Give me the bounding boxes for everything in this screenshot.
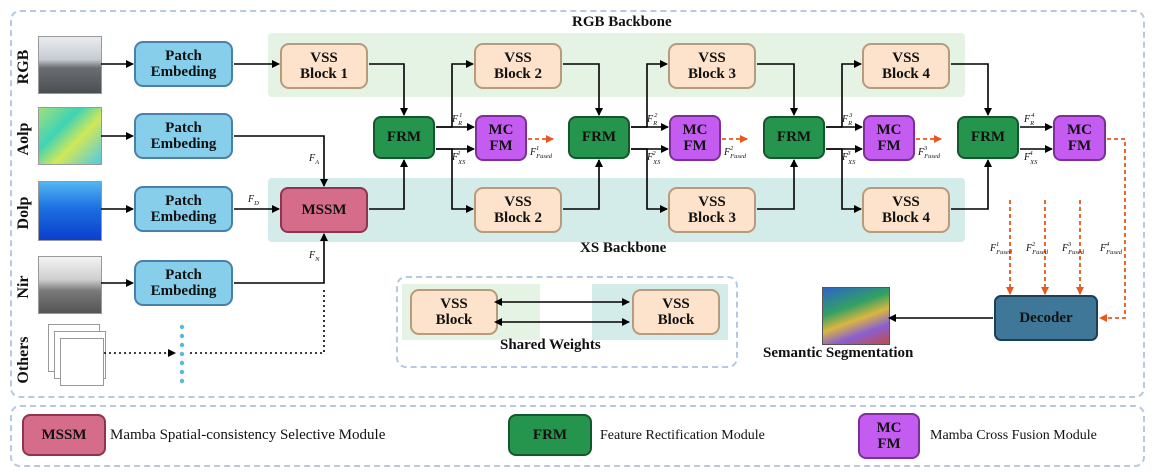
legend-mssm-text: Mamba Spatial-consistency Selective Modu… (110, 427, 386, 443)
others-image-front (60, 338, 104, 386)
dolp-image (38, 181, 102, 241)
arrow-aolp-to-mssm (234, 135, 328, 187)
svg-text:FR2: FR2 (646, 112, 658, 127)
arrow-nir-to-mssm (234, 233, 328, 284)
shared-weights-label: Shared Weights (500, 337, 601, 353)
decoder-block: Decoder (994, 295, 1098, 341)
svg-text:FFused4: FFused4 (1099, 241, 1123, 256)
legend-frm-swatch: FRM (508, 414, 592, 456)
aolp-image (38, 107, 102, 165)
svg-text:FN: FN (308, 250, 320, 263)
frm-block-4: FRM (957, 116, 1019, 159)
rgb-backbone-band (268, 33, 965, 97)
legend-frm-text: Feature Rectification Module (600, 428, 765, 443)
shared-weights-frame (396, 276, 738, 368)
arrow-vss2-to-frm2 (563, 63, 603, 116)
xs-backbone-band (268, 178, 965, 242)
frm-block-1: FRM (373, 116, 435, 159)
svg-text:FD: FD (247, 194, 259, 207)
xs-backbone-label: XS Backbone (580, 240, 667, 256)
frm-block-3: FRM (763, 116, 825, 159)
svg-text:FFused2: FFused2 (1025, 241, 1049, 256)
svg-text:FR3: FR3 (841, 112, 853, 127)
main-frame (10, 10, 1145, 398)
svg-text:FFused3: FFused3 (1061, 241, 1085, 256)
svg-text:FA: FA (308, 153, 319, 166)
svg-text:FXS3: FXS3 (841, 150, 856, 166)
svg-text:FXS1: FXS1 (451, 150, 466, 166)
nir-image (38, 256, 102, 314)
svg-text:FR1: FR1 (451, 112, 462, 127)
svg-text:FXS2: FXS2 (646, 150, 661, 166)
mssm-block: MSSM (280, 187, 368, 233)
svg-text:FR4: FR4 (1023, 112, 1035, 127)
rgb-image (38, 36, 102, 94)
legend-mcfm-text: Mamba Cross Fusion Module (930, 428, 1097, 443)
svg-text:FFused1: FFused1 (529, 145, 553, 160)
svg-text:FFused2: FFused2 (723, 145, 747, 160)
legend-mssm-swatch: MSSM (22, 414, 106, 456)
frm-block-2: FRM (568, 116, 630, 159)
arrow-mssm-to-frm1 (369, 159, 408, 210)
svg-text:FFused1: FFused1 (989, 241, 1013, 256)
feature-labels: FA FD FN FR1 FXS1 FFused1 FR2 FXS2 FFuse… (247, 112, 1123, 263)
arrow-vss1-to-frm1 (369, 63, 408, 116)
legend-frame (10, 405, 1145, 467)
rgb-backbone-label: RGB Backbone (572, 14, 672, 30)
semantic-segmentation-label: Semantic Segmentation (763, 345, 914, 361)
svg-text:FXS4: FXS4 (1023, 150, 1038, 166)
svg-text:FFused3: FFused3 (917, 145, 941, 160)
